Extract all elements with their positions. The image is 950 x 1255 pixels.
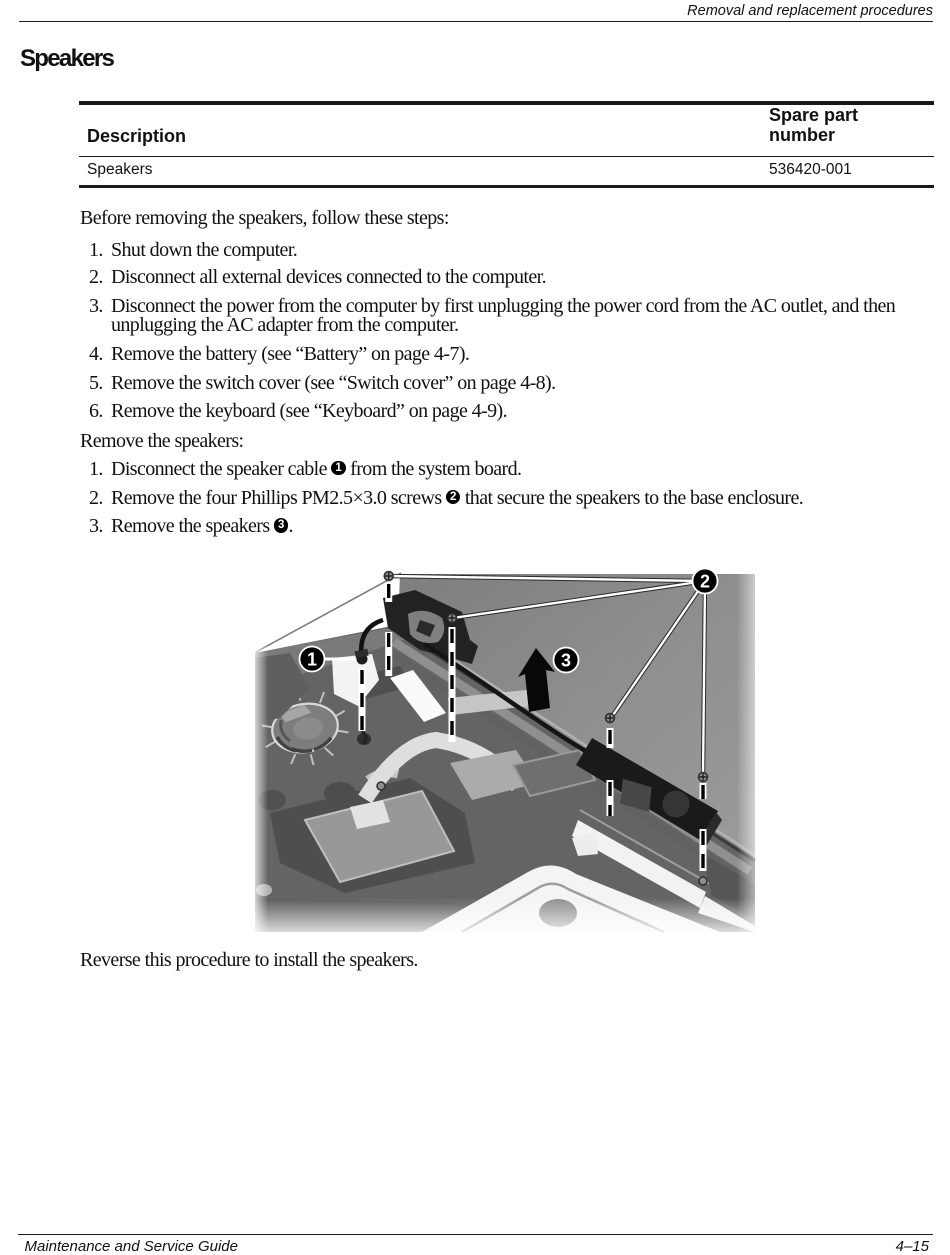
svg-text:3: 3 [561,651,571,671]
svg-text:1: 1 [307,650,317,670]
svg-text:2: 2 [700,572,710,592]
